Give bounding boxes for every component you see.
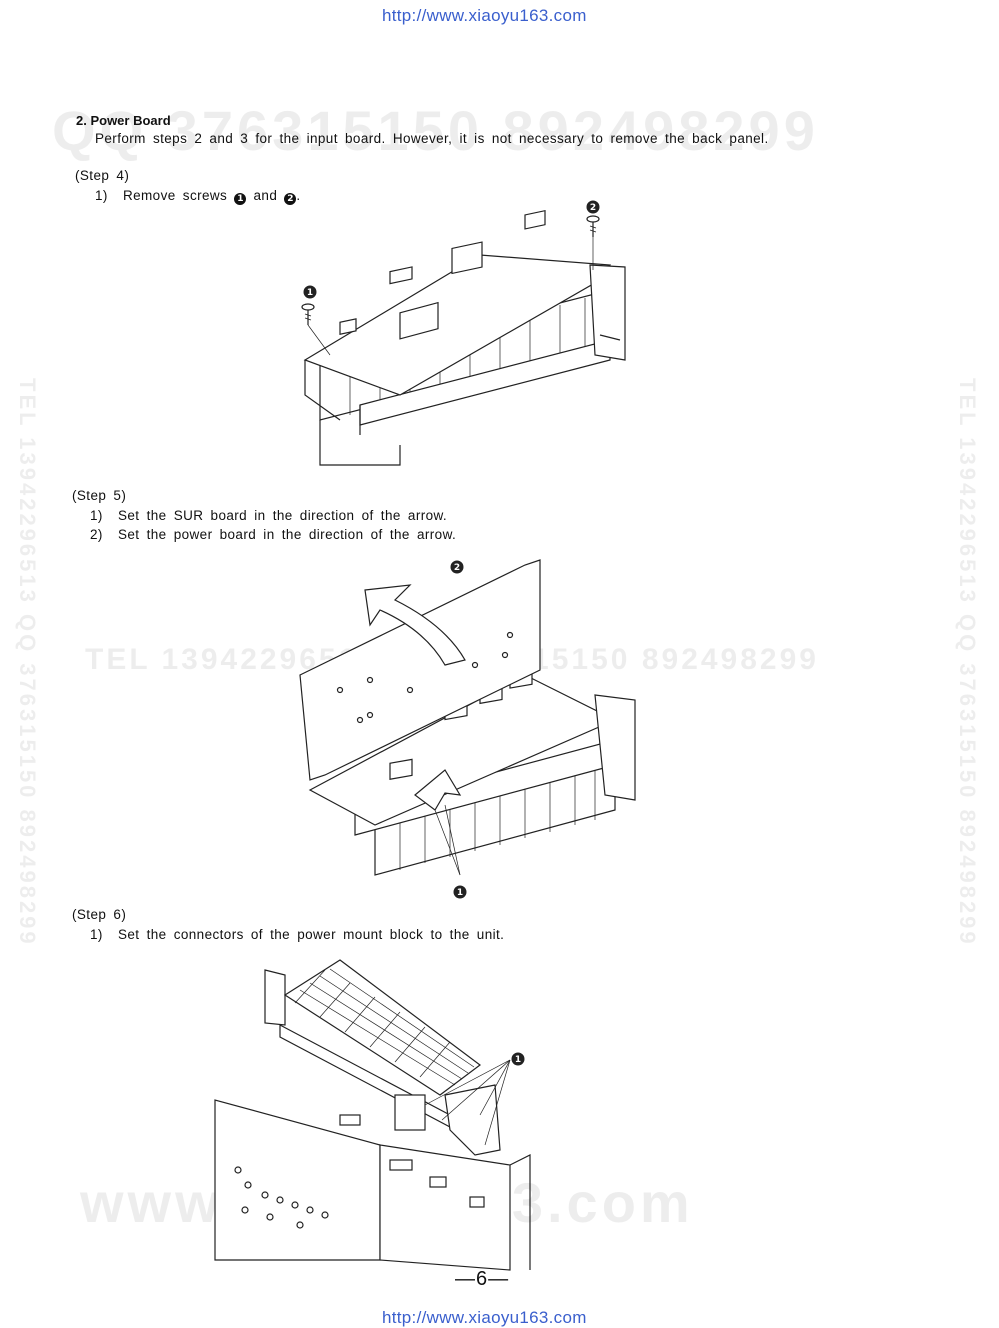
screw-2-icon [586, 215, 600, 270]
step-4-item-1-text-before: Remove screws [122, 188, 228, 203]
step-5-item-2-num: 2) [90, 527, 103, 542]
page-number: —6— [455, 1268, 510, 1290]
section-intro: Perform steps 2 and 3 for the input boar… [95, 131, 769, 146]
mount-block-heatsink [283, 959, 481, 1096]
chassis-bracket [594, 694, 636, 801]
step-6-item-1-text: Set the connectors of the power mount bl… [117, 927, 505, 942]
relay-component [451, 241, 483, 275]
connector-block [399, 301, 439, 340]
step-6-item-1: 1) Set the connectors of the power mount… [90, 927, 504, 942]
unit-connector-1 [339, 1114, 361, 1126]
step-4-item-1: 1) Remove screws 1 and 2. [95, 188, 301, 205]
watermark-left-vertical: TEL 13942296513 QQ 376315150 892498299 [15, 378, 40, 947]
step-5-item-1-text: Set the SUR board in the direction of th… [117, 508, 448, 523]
direction-arrow-large-icon [364, 584, 466, 666]
callout-1-icon: 1 [303, 285, 317, 299]
screw-marker-2-icon: 2 [284, 193, 297, 205]
step-5-item-2: 2) Set the power board in the direction … [90, 527, 456, 542]
svg-text:2: 2 [590, 203, 596, 213]
step-4-item-1-num: 1) [95, 188, 108, 203]
screw-marker-1-icon: 1 [234, 193, 247, 205]
step-4-item-1-text-mid: and [253, 188, 278, 203]
svg-text:1: 1 [457, 888, 463, 898]
callout-1-icon: 1 [511, 1052, 525, 1066]
step-4-label: (Step 4) [75, 168, 130, 183]
unit-connector-3 [429, 1176, 447, 1188]
mount-block-bracket [264, 969, 286, 1026]
direction-arrow-small-icon [414, 769, 462, 811]
mount-block-side-bracket [444, 1084, 501, 1156]
mount-block-connector-board [394, 1094, 426, 1131]
watermark-top: QQ 376315150 892498299 [52, 99, 819, 162]
step-6-label: (Step 6) [72, 907, 127, 922]
figure-step-6-power-mount-block: 1 [214, 959, 531, 1271]
screw-1-icon [301, 303, 331, 356]
watermark-right-vertical: TEL 13942296513 QQ 376315150 892498299 [955, 378, 980, 947]
svg-text:1: 1 [307, 288, 313, 298]
step-5-label: (Step 5) [72, 488, 127, 503]
unit-connector-2 [389, 1159, 413, 1171]
step-4-item-1-text-after: . [296, 188, 301, 203]
footer-url[interactable]: http://www.xiaoyu163.com [382, 1308, 587, 1327]
svg-text:2: 2 [454, 563, 460, 573]
callout-1-icon: 1 [453, 885, 467, 899]
unit-connector-4 [469, 1196, 485, 1208]
step-5-item-2-text: Set the power board in the direction of … [117, 527, 457, 542]
header-url[interactable]: http://www.xiaoyu163.com [382, 6, 587, 25]
svg-text:1: 1 [515, 1055, 521, 1065]
chassis-bracket [589, 264, 626, 361]
callout-2-icon: 2 [450, 560, 464, 574]
step-6-item-1-num: 1) [90, 927, 103, 942]
section-title: 2. Power Board [76, 113, 171, 128]
step-5-item-1: 1) Set the SUR board in the direction of… [90, 508, 447, 523]
unit-chassis [379, 1144, 511, 1271]
step-5-item-1-num: 1) [90, 508, 103, 523]
figure-step-5-board-direction: 2 1 [299, 559, 636, 899]
figure-step-4-power-board: 1 2 [301, 200, 626, 466]
callout-2-icon: 2 [586, 200, 600, 214]
power-board-raised [299, 559, 541, 781]
